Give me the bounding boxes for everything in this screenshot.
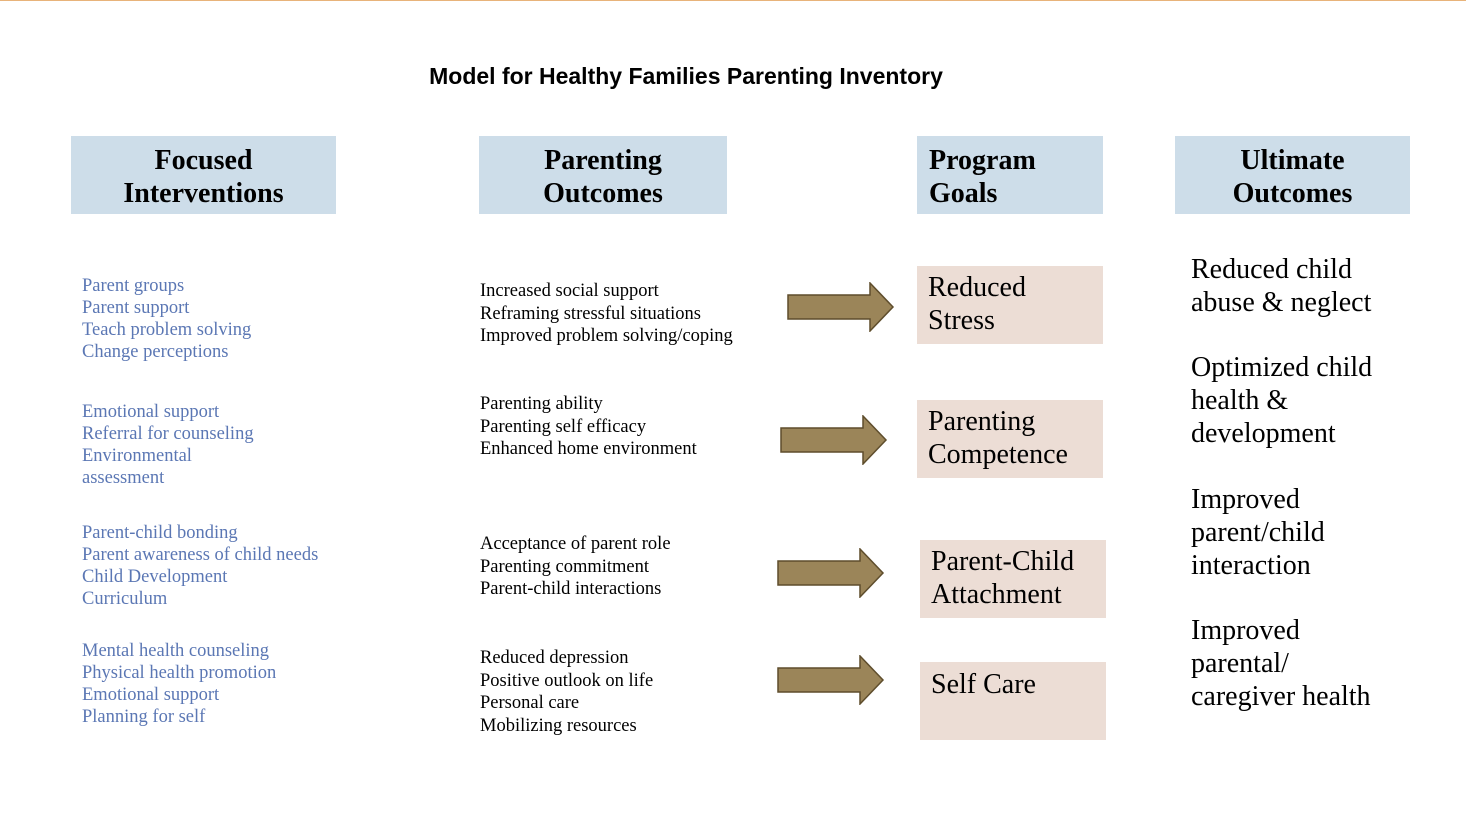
header-ultimate-outcomes: Ultimate Outcomes [1175, 136, 1410, 214]
ultimate-outcome: Improved parent/child interaction [1191, 483, 1325, 582]
ultimate-line: parent/child [1191, 517, 1325, 548]
goal-line: Attachment [931, 579, 1062, 610]
ultimate-line: caregiver health [1191, 681, 1371, 712]
outcome-group: Reduced depression Positive outlook on l… [480, 647, 653, 737]
goal-line: Self Care [931, 669, 1036, 700]
diagram-title: Model for Healthy Families Parenting Inv… [429, 63, 943, 89]
right-arrow-icon [777, 548, 885, 598]
goal-box-reduced-stress: Reduced Stress [917, 266, 1103, 344]
goal-line: Parenting [928, 406, 1036, 437]
outcome-item: Positive outlook on life [480, 670, 654, 691]
outcome-item: Personal care [480, 693, 580, 713]
outcome-group: Parenting ability Parenting self efficac… [480, 393, 697, 461]
outcome-item: Acceptance of parent role [480, 534, 671, 554]
intervention-item: Environmental [82, 446, 192, 466]
header-program-goals: Program Goals [917, 136, 1103, 214]
intervention-item: Planning for self [82, 707, 206, 727]
intervention-item: Child Development [82, 567, 228, 587]
outcome-item: Increased social support [480, 281, 659, 301]
header-line: Ultimate [1240, 145, 1345, 176]
intervention-item: Parent awareness of child needs [82, 545, 319, 565]
goal-line: Reduced [928, 272, 1026, 303]
ultimate-line: development [1191, 418, 1336, 449]
right-arrow-icon [787, 282, 895, 332]
header-line: Focused [154, 145, 253, 176]
intervention-item: Parent groups [82, 276, 185, 296]
ultimate-line: Optimized child [1191, 352, 1373, 383]
intervention-item: Physical health promotion [82, 663, 277, 683]
outcome-item: Parenting self efficacy [480, 416, 647, 437]
goal-box-self-care: Self Care [920, 662, 1106, 740]
outcome-item: Parenting ability [480, 394, 603, 414]
ultimate-outcome: Optimized child health & development [1191, 351, 1372, 450]
goal-line: Stress [928, 305, 995, 336]
header-parenting-outcomes: Parenting Outcomes [479, 136, 727, 214]
intervention-item: Emotional support [82, 685, 220, 705]
header-line: Outcomes [1232, 178, 1353, 209]
outcome-item: Mobilizing resources [480, 715, 637, 736]
intervention-item: assessment [82, 468, 165, 488]
ultimate-line: Reduced child [1191, 254, 1352, 285]
right-arrow-icon [780, 415, 888, 465]
intervention-group: Parent-child bonding Parent awareness of… [82, 522, 318, 610]
intervention-group: Parent groups Parent support Teach probl… [82, 275, 251, 363]
intervention-group: Emotional support Referral for counselin… [82, 401, 254, 489]
ultimate-line: Improved [1191, 484, 1300, 515]
header-focused-interventions: Focused Interventions [71, 136, 336, 214]
intervention-item: Parent-child bonding [82, 523, 238, 543]
intervention-item: Change perceptions [82, 342, 229, 362]
header-line: Goals [929, 178, 998, 209]
right-arrow-icon [777, 655, 885, 705]
outcome-group: Increased social support Reframing stres… [480, 280, 733, 348]
intervention-item: Parent support [82, 298, 190, 318]
intervention-item: Mental health counseling [82, 641, 270, 661]
intervention-item: Referral for counseling [82, 424, 254, 444]
header-line: Program [929, 145, 1036, 176]
outcome-item: Reduced depression [480, 648, 629, 668]
ultimate-line: abuse & neglect [1191, 287, 1372, 318]
header-line: Outcomes [543, 178, 663, 209]
intervention-group: Mental health counseling Physical health… [82, 640, 276, 728]
ultimate-line: health & [1191, 385, 1289, 416]
goal-box-parent-child-attachment: Parent-Child Attachment [920, 540, 1106, 618]
header-line: Interventions [123, 178, 284, 209]
ultimate-outcome: Improved parental/ caregiver health [1191, 614, 1371, 713]
goal-line: Competence [928, 439, 1068, 470]
intervention-item: Emotional support [82, 402, 220, 422]
ultimate-outcome: Reduced child abuse & neglect [1191, 253, 1371, 319]
goal-line: Parent-Child [931, 546, 1075, 577]
ultimate-line: interaction [1191, 550, 1311, 581]
outcome-item: Parenting commitment [480, 556, 650, 577]
outcome-group: Acceptance of parent role Parenting comm… [480, 533, 671, 601]
outcome-item: Enhanced home environment [480, 439, 697, 459]
header-line: Parenting [544, 145, 662, 176]
goal-box-parenting-competence: Parenting Competence [917, 400, 1103, 478]
ultimate-line: Improved [1191, 615, 1300, 646]
top-divider [0, 0, 1466, 1]
outcome-item: Parent-child interactions [480, 579, 662, 599]
intervention-item: Curriculum [82, 589, 168, 609]
outcome-item: Improved problem solving/coping [480, 326, 733, 346]
ultimate-line: parental/ [1191, 648, 1289, 679]
intervention-item: Teach problem solving [82, 320, 252, 340]
outcome-item: Reframing stressful situations [480, 303, 701, 324]
